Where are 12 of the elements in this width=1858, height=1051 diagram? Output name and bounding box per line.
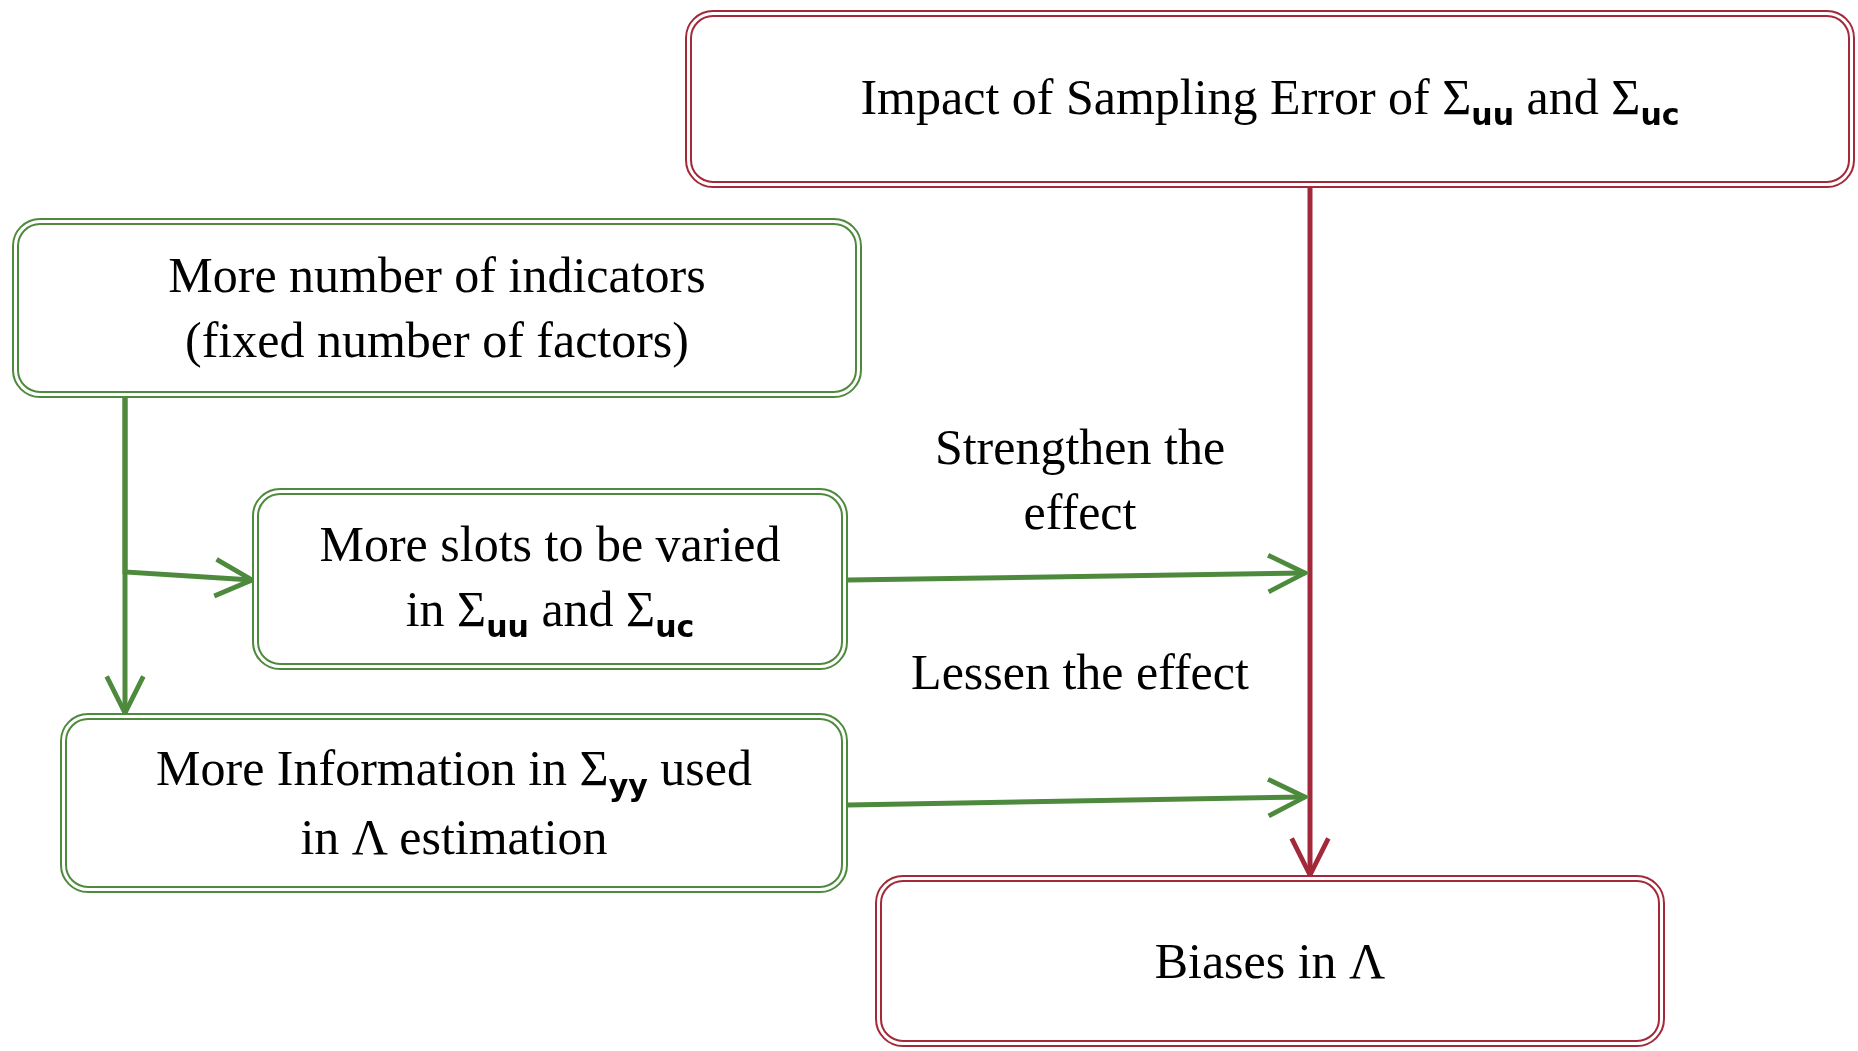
node-text: More number of indicators (fixed number of factors) bbox=[167, 246, 707, 370]
process-box bbox=[60, 713, 848, 893]
process-box bbox=[685, 10, 1855, 188]
arrow bbox=[847, 776, 1308, 819]
node-text: More Information in Σ$_{yy}$ used in Λ estimation bbox=[155, 739, 753, 867]
node-text: Impact of Sampling Error of Σ$_{uu}$ and Σ$_{uc}$ bbox=[859, 67, 1681, 134]
node-text: Biases in Λ bbox=[1153, 931, 1387, 991]
node-text: More slots to be varied in Σ$_{uu}$ and Σ$_{uc}$ bbox=[318, 515, 782, 646]
arrow bbox=[847, 552, 1308, 595]
process-box bbox=[12, 218, 862, 398]
process-box bbox=[252, 488, 848, 670]
process-box bbox=[875, 875, 1665, 1047]
